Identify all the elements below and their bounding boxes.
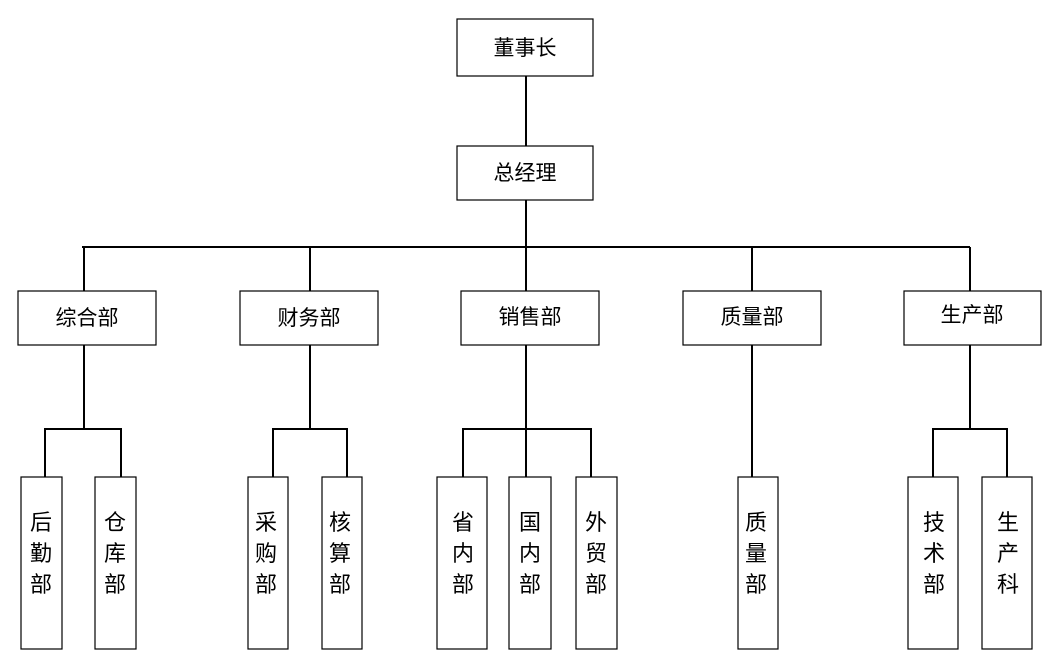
unit-box [321, 476, 363, 650]
node-general-manager: 总经理 [456, 145, 594, 201]
unit-label-char: 贸 [585, 542, 607, 567]
unit-node: 核算部 [321, 476, 363, 650]
unit-label-vertical: 国内部 [519, 511, 541, 598]
unit-label-char: 仓 [104, 511, 126, 536]
node-chairman-label: 董事长 [494, 36, 557, 60]
unit-node: 采购部 [247, 476, 289, 650]
unit-label-char: 部 [585, 573, 607, 598]
unit-label-char: 部 [519, 573, 541, 598]
unit-label-char: 科 [997, 573, 1019, 598]
unit-label-char: 部 [923, 573, 945, 598]
department-label: 财务部 [278, 306, 341, 330]
unit-label-char: 省 [452, 511, 474, 536]
unit-label-vertical: 生产科 [997, 511, 1019, 598]
unit-label-vertical: 外贸部 [585, 511, 607, 598]
department-node: 综合部 [17, 290, 157, 346]
unit-node: 技术部 [907, 476, 959, 650]
unit-label-char: 内 [519, 542, 541, 567]
department-node: 生产部 [903, 290, 1042, 346]
unit-label-char: 外 [585, 511, 607, 536]
department-box [17, 290, 157, 346]
unit-box [436, 476, 488, 650]
department-nodes: 综合部 财务部 销售部 质量部 生产部 [17, 290, 1042, 346]
unit-label-char: 部 [104, 573, 126, 598]
unit-node: 国内部 [508, 476, 552, 650]
department-node: 质量部 [682, 290, 822, 346]
unit-node: 省内部 [436, 476, 488, 650]
unit-label-char: 术 [923, 542, 945, 567]
unit-label-char: 部 [255, 573, 277, 598]
department-box [239, 290, 379, 346]
unit-nodes: 后勤部 仓库部 采购部 核算部 省内部 国内部 外贸部 [20, 476, 1033, 650]
node-chairman-box [456, 18, 594, 77]
department-box [460, 290, 600, 346]
department-box [682, 290, 822, 346]
unit-box [981, 476, 1033, 650]
unit-label-vertical: 采购部 [255, 511, 277, 598]
unit-label-char: 技 [923, 511, 945, 536]
unit-label-char: 质 [745, 511, 767, 536]
unit-label-char: 购 [255, 542, 277, 567]
unit-label-char: 部 [745, 573, 767, 598]
unit-label-vertical: 技术部 [923, 511, 945, 598]
unit-box [20, 476, 63, 650]
unit-label-char: 产 [997, 542, 1019, 567]
department-node: 销售部 [460, 290, 600, 346]
unit-label-vertical: 仓库部 [104, 511, 126, 598]
department-label: 综合部 [56, 306, 119, 330]
unit-label-char: 勤 [30, 542, 52, 567]
unit-node: 生产科 [981, 476, 1033, 650]
unit-box [247, 476, 289, 650]
unit-box [907, 476, 959, 650]
unit-label-char: 部 [329, 573, 351, 598]
unit-label-char: 生 [997, 511, 1019, 536]
unit-box [575, 476, 618, 650]
unit-node: 外贸部 [575, 476, 618, 650]
unit-node: 质量部 [737, 476, 779, 650]
department-box [903, 290, 1042, 346]
department-label: 生产部 [941, 303, 1004, 327]
unit-label-vertical: 质量部 [745, 511, 767, 598]
unit-label-char: 内 [452, 542, 474, 567]
department-node: 财务部 [239, 290, 379, 346]
department-label: 质量部 [721, 305, 784, 329]
unit-label-vertical: 后勤部 [30, 511, 52, 598]
unit-label-char: 部 [452, 573, 474, 598]
unit-label-char: 国 [519, 511, 541, 536]
unit-box [737, 476, 779, 650]
unit-box [508, 476, 552, 650]
unit-label-char: 部 [30, 573, 52, 598]
unit-label-char: 采 [255, 511, 277, 536]
node-general-manager-box [456, 145, 594, 201]
unit-label-char: 算 [329, 542, 351, 567]
unit-label-vertical: 核算部 [329, 511, 351, 598]
unit-label-char: 量 [745, 542, 767, 567]
unit-label-char: 后 [30, 511, 52, 536]
unit-label-char: 核 [329, 511, 351, 536]
unit-node: 仓库部 [94, 476, 137, 650]
unit-node: 后勤部 [20, 476, 63, 650]
node-chairman: 董事长 [456, 18, 594, 77]
unit-label-char: 库 [104, 542, 126, 567]
unit-label-vertical: 省内部 [452, 511, 474, 598]
node-general-manager-label: 总经理 [494, 161, 557, 185]
unit-box [94, 476, 137, 650]
department-label: 销售部 [499, 305, 562, 329]
connector-lines [44, 76, 1008, 477]
